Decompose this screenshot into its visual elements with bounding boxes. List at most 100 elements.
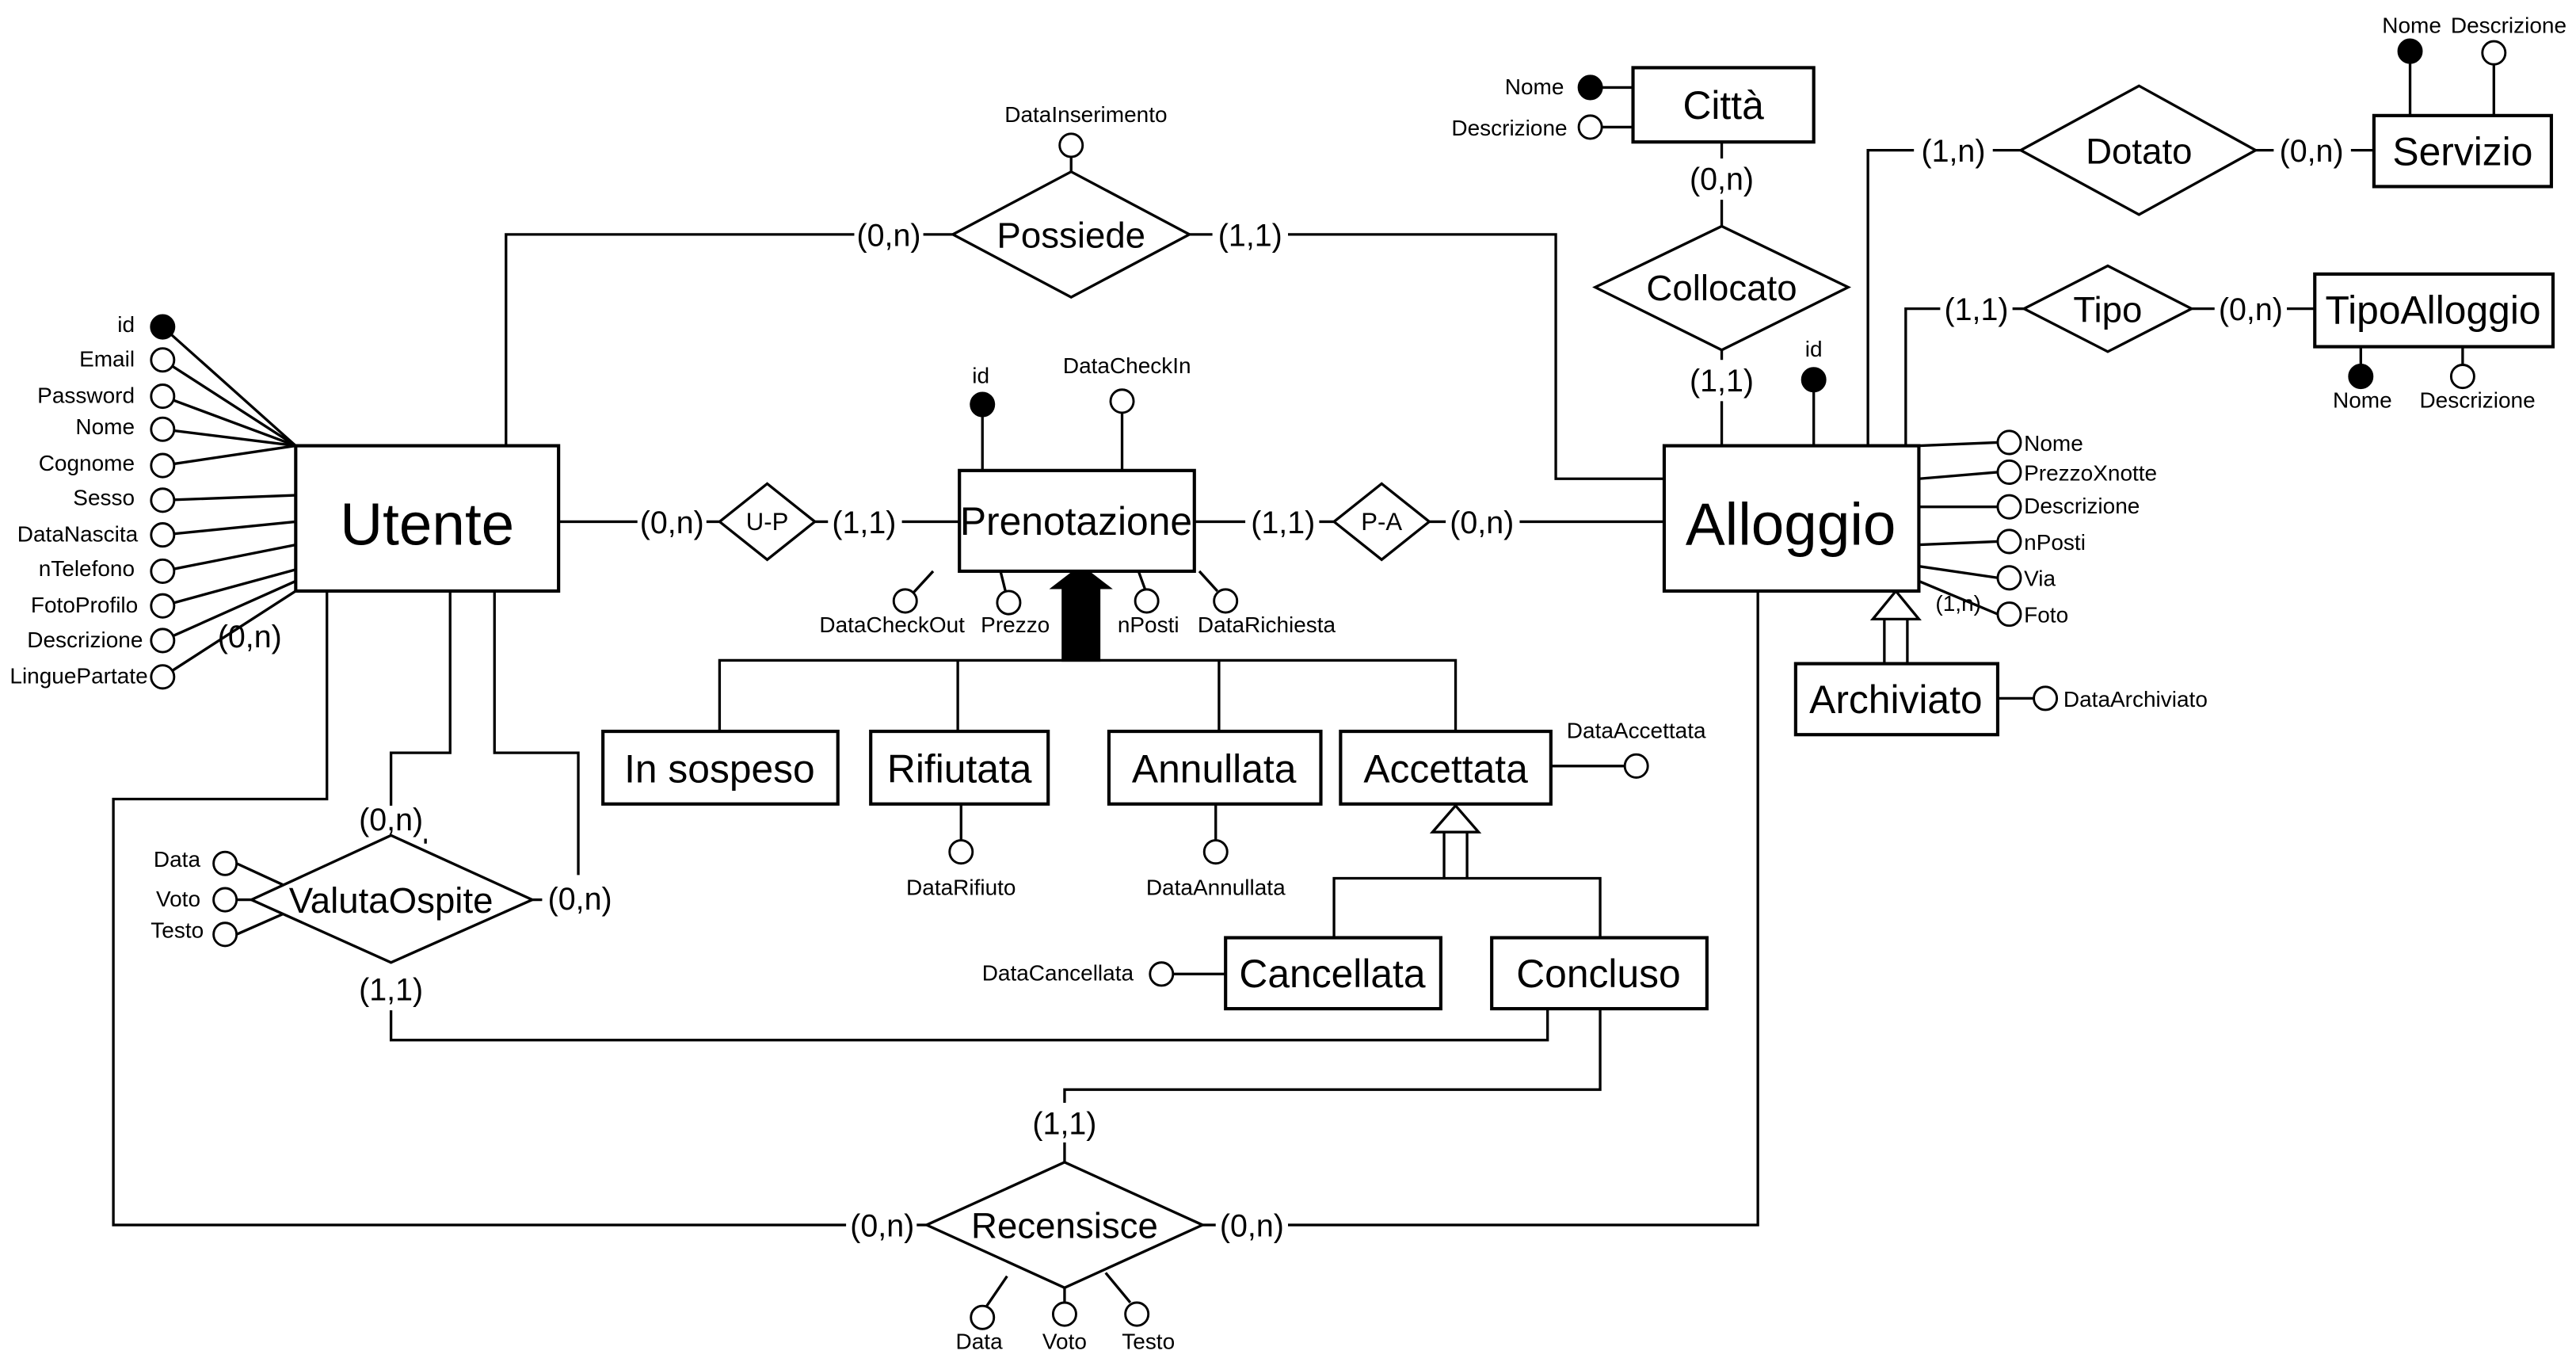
attr-prenotazione-datarichiesta: DataRichiesta (1198, 612, 1336, 637)
alloggio-nposti-marker (1996, 528, 2022, 555)
relationship-tipo: Tipo (2021, 264, 2195, 353)
entity-utente: Utente (294, 444, 561, 593)
attr-alloggio-via: Via (2024, 567, 2056, 591)
prenotazione-datacheckin-marker (1109, 388, 1135, 414)
recensisce-voto-marker (1051, 1301, 1077, 1327)
attr-utente-email: Email (79, 347, 135, 372)
relationship-up-label: U-P (746, 508, 789, 536)
utente-nome-marker (150, 416, 176, 442)
citta-nome-key-marker (1577, 74, 1603, 101)
attr-valuta-data: Data (154, 847, 201, 872)
relationship-dotato: Dotato (2018, 84, 2259, 216)
recensisce-data-marker (970, 1304, 996, 1330)
connector-lines (112, 61, 2495, 1309)
relationship-collocato-label: Collocato (1646, 268, 1797, 308)
attr-utente-descrizione: Descrizione (27, 628, 143, 652)
entity-servizio-label: Servizio (2392, 129, 2532, 174)
attr-utente-id: id (117, 312, 135, 337)
relationship-possiede-label: Possiede (996, 215, 1145, 255)
attr-prenotazione-datacheckin: DataCheckIn (1063, 353, 1191, 378)
entity-annullata: Annullata (1107, 729, 1323, 806)
attr-prenotazione-prezzo: Prezzo (981, 612, 1050, 637)
entity-concluso: Concluso (1490, 936, 1709, 1011)
archiviato-dataarchiviato-marker (2033, 685, 2059, 712)
attr-utente-sesso: Sesso (73, 486, 135, 510)
attr-cancellata-datacancellata: DataCancellata (982, 961, 1134, 986)
entity-accettata: Accettata (1339, 729, 1553, 806)
tipoalloggio-descrizione-marker (2449, 364, 2475, 390)
servizio-nome-key-marker (2397, 38, 2423, 64)
attr-servizio-descrizione: Descrizione (2451, 13, 2566, 38)
valuta-voto-marker (212, 887, 238, 913)
entity-prenotazione: Prenotazione (958, 468, 1196, 574)
entity-citta-label: Città (1682, 83, 1764, 128)
relationship-up: U-P (717, 482, 817, 562)
relationship-recensisce: Recensisce (923, 1161, 1206, 1290)
entity-in-sospeso-label: In sospeso (624, 747, 815, 792)
attr-possiede-datainserimento: DataInserimento (1004, 102, 1167, 127)
alloggio-id-key-marker (1801, 367, 1827, 393)
entity-accettata-label: Accettata (1363, 747, 1528, 792)
attr-valuta-voto: Voto (156, 887, 200, 911)
prenotazione-id-key-marker (970, 391, 996, 418)
card-pa-prenotazione: (1,1) (1251, 506, 1315, 540)
card-valuta-bottom: (1,1) (359, 973, 423, 1008)
card-lingueparlate: (0,n) (218, 620, 282, 654)
entity-concluso-label: Concluso (1516, 952, 1680, 996)
attr-utente-password: Password (37, 383, 135, 407)
attr-alloggio-nome: Nome (2024, 431, 2083, 456)
utente-sesso-marker (150, 487, 176, 513)
attr-rifiutata-datarifiuto: DataRifiuto (906, 875, 1016, 899)
entity-alloggio-label: Alloggio (1686, 490, 1896, 557)
entity-prenotazione-label: Prenotazione (960, 499, 1192, 544)
relationship-dotato-label: Dotato (2086, 131, 2192, 171)
valuta-data-marker (212, 850, 238, 876)
card-up-utente: (0,n) (640, 506, 704, 540)
attr-utente-nome: Nome (75, 414, 135, 439)
attr-recensisce-voto: Voto (1042, 1329, 1087, 1353)
attr-citta-descrizione: Descrizione (1451, 116, 1567, 140)
card-dotato-alloggio: (1,n) (1921, 134, 1985, 169)
attr-tipoalloggio-descrizione: Descrizione (2419, 388, 2535, 413)
tipoalloggio-nome-key-marker (2348, 364, 2374, 390)
card-tipo-alloggio: (1,1) (1944, 292, 2008, 327)
entity-citta: Città (1631, 66, 1816, 144)
entity-rifiutata-label: Rifiutata (887, 747, 1032, 792)
cardinality-labels: (0,n) (1,1) (0,n) (1,1) (1,1) (0,n) (0,n… (359, 134, 2343, 1244)
card-possiede-utente: (0,n) (857, 218, 921, 253)
entity-archiviato: Archiviato (1793, 662, 2000, 737)
isa-solid-arrow (1049, 564, 1113, 662)
prenotazione-nposti-marker (1134, 588, 1160, 614)
utente-fotoprofilo-marker (150, 593, 176, 619)
attr-valuta-testo: Testo (151, 918, 204, 942)
accettata-dataaccettata-marker (1623, 753, 1649, 779)
relationship-pa-label: P-A (1361, 508, 1402, 536)
entity-servizio: Servizio (2372, 113, 2553, 189)
attr-utente-lingueparlate: LinguePartate (10, 664, 147, 689)
attr-prenotazione-nposti: nPosti (1118, 612, 1179, 637)
attr-tipoalloggio-nome: Nome (2333, 388, 2392, 413)
card-valuta-top: (0,n) (359, 803, 423, 837)
attr-utente-cognome: Cognome (39, 451, 135, 475)
card-tipo-tipoalloggio: (0,n) (2219, 292, 2283, 327)
attr-alloggio-id: id (1805, 337, 1823, 361)
card-dotato-servizio: (0,n) (2280, 134, 2344, 169)
relationship-collocato: Collocato (1592, 224, 1852, 352)
prenotazione-datacheckout-marker (892, 588, 918, 614)
relationship-valuta-ospite-label: ValutaOspite (289, 880, 493, 921)
attr-servizio-nome: Nome (2382, 13, 2441, 38)
entity-cancellata: Cancellata (1224, 936, 1442, 1011)
isa-accettata-arrow (1429, 803, 1482, 834)
attr-recensisce-testo: Testo (1122, 1329, 1175, 1353)
attr-alloggio-nposti: nPosti (2024, 530, 2086, 555)
utente-password-marker (150, 383, 176, 410)
possiede-datainserimento-marker (1058, 132, 1084, 158)
entity-in-sospeso: In sospeso (601, 729, 840, 806)
entity-annullata-label: Annullata (1132, 747, 1297, 792)
relationship-valuta-ospite: ValutaOspite (248, 834, 536, 964)
attr-utente-datanascita: DataNascita (17, 521, 139, 546)
utente-datanascita-marker (150, 522, 176, 548)
entity-tipo-alloggio-label: TipoAlloggio (2326, 288, 2541, 332)
entity-archiviato-label: Archiviato (1809, 677, 1982, 722)
attribute-markers (150, 38, 2507, 1330)
